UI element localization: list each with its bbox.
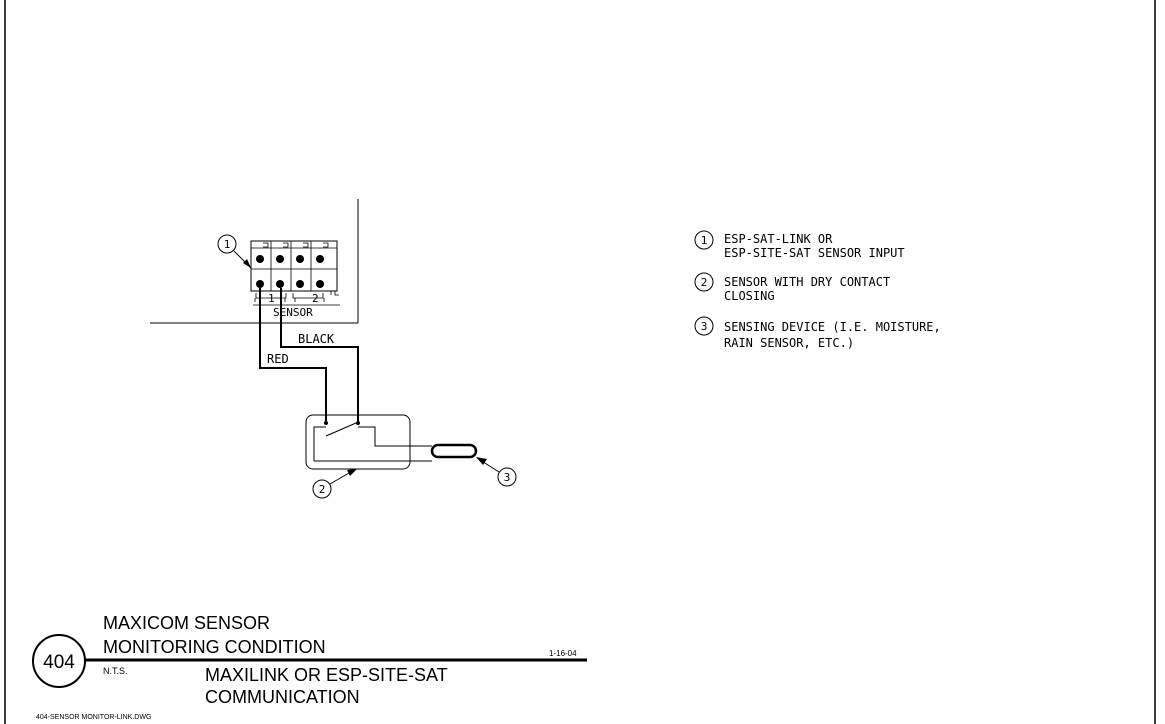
callout-2: 2 <box>312 468 357 499</box>
note-text: ESP-SAT-LINK OR <box>724 232 833 246</box>
drawing-date: 1-16-04 <box>549 649 577 658</box>
terminal-strip: 1 2 SENSOR <box>250 240 340 319</box>
terminal-label-2: 2 <box>312 292 319 305</box>
sensor-terminal-label: SENSOR <box>273 306 313 319</box>
note-1: 1 ESP-SAT-LINK OR ESP-SITE-SAT SENSOR IN… <box>694 230 905 260</box>
terminal-screw <box>256 255 264 263</box>
dry-contact-sensor <box>305 414 432 470</box>
wire-black: BLACK <box>280 288 359 421</box>
scale-label: N.T.S. <box>103 666 128 676</box>
note-text: SENSOR WITH DRY CONTACT <box>724 275 890 289</box>
wire-red: RED <box>259 288 327 421</box>
note-2: 2 SENSOR WITH DRY CONTACT CLOSING <box>694 272 890 303</box>
note-number: 1 <box>701 234 708 247</box>
note-text: ESP-SITE-SAT SENSOR INPUT <box>724 246 905 260</box>
subtitle-line-2: COMMUNICATION <box>205 687 360 707</box>
callout-2-label: 2 <box>319 483 326 496</box>
title-block: 404 MAXICOM SENSOR MONITORING CONDITION … <box>32 613 587 721</box>
terminal-screw <box>296 280 304 288</box>
note-text: SENSING DEVICE (I.E. MOISTURE, <box>724 320 941 334</box>
callout-1: 1 <box>217 234 252 269</box>
detail-number: 404 <box>43 652 75 673</box>
subtitle-line-1: MAXILINK OR ESP-SITE-SAT <box>205 665 448 685</box>
note-number: 3 <box>701 320 708 333</box>
note-text: RAIN SENSOR, ETC.) <box>724 336 854 350</box>
wire-red-label: RED <box>267 352 289 366</box>
sensing-device <box>430 443 478 459</box>
title-line-1: MAXICOM SENSOR <box>103 613 270 633</box>
terminal-screw <box>256 280 264 288</box>
note-number: 2 <box>701 276 708 289</box>
drawing-filename: 404-SENSOR MONITOR-LINK.DWG <box>36 714 151 721</box>
notes-legend: 1 ESP-SAT-LINK OR ESP-SITE-SAT SENSOR IN… <box>694 230 941 350</box>
terminal-label-1: 1 <box>268 292 275 305</box>
callout-3-label: 3 <box>504 471 511 484</box>
terminal-screw <box>296 255 304 263</box>
terminal-screw <box>316 255 324 263</box>
title-line-2: MONITORING CONDITION <box>103 637 326 657</box>
note-text: CLOSING <box>724 289 775 303</box>
callout-1-label: 1 <box>224 238 231 251</box>
callout-3: 3 <box>476 457 517 487</box>
note-3: 3 SENSING DEVICE (I.E. MOISTURE, RAIN SE… <box>694 316 941 350</box>
wire-black-label: BLACK <box>298 332 335 346</box>
controller-enclosure <box>150 199 359 324</box>
terminal-screw <box>276 280 284 288</box>
terminal-screw <box>316 280 324 288</box>
switch-contact <box>325 422 357 437</box>
terminal-screw <box>276 255 284 263</box>
